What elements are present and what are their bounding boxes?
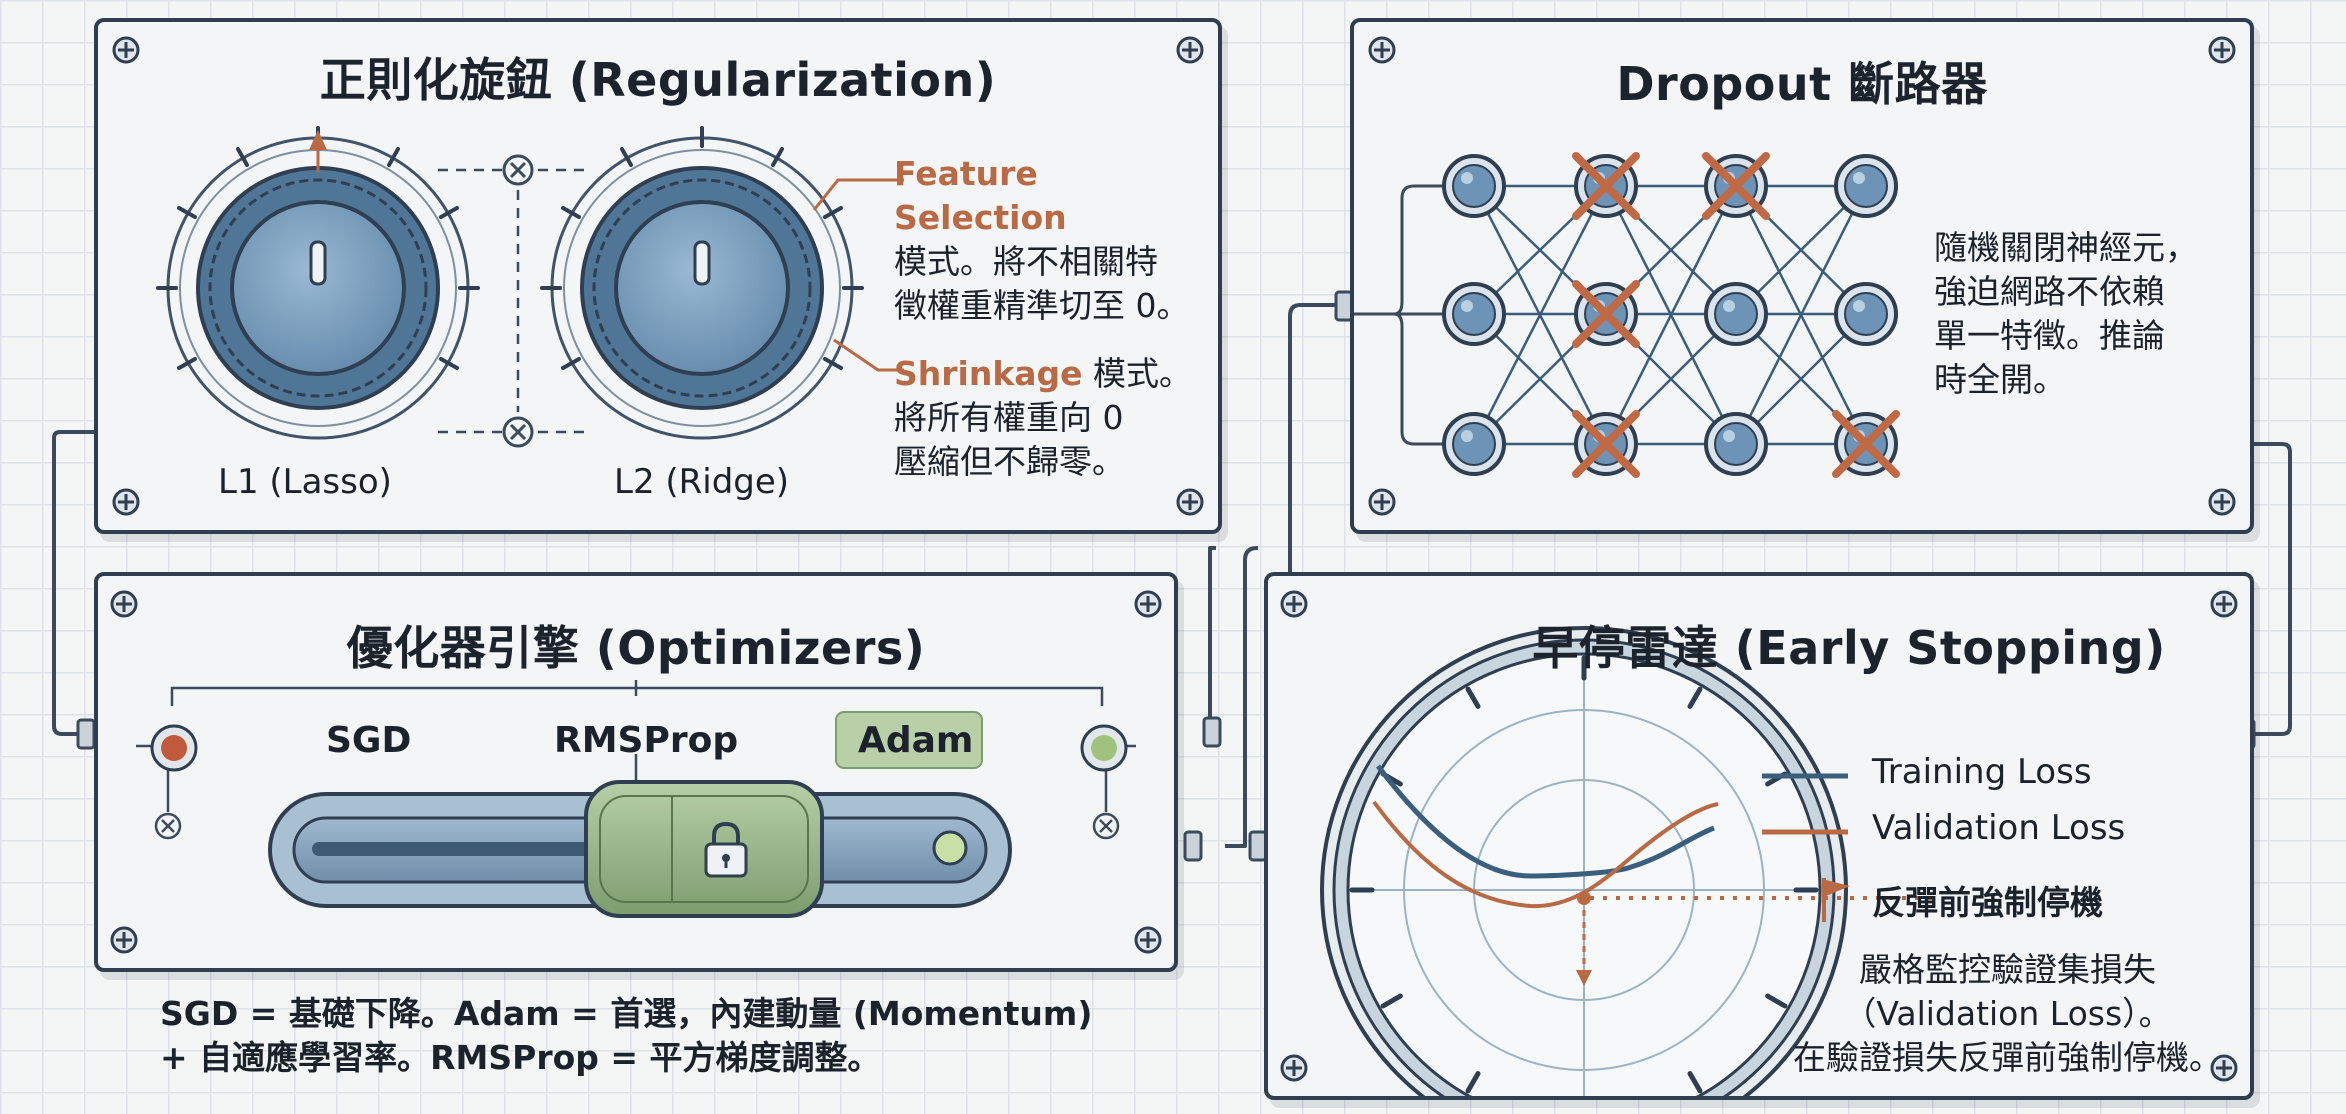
l2-ridge-knob[interactable] — [540, 126, 864, 440]
neuron-node — [1442, 282, 1506, 346]
regularization-title: 正則化旋鈕 (Regularization) — [319, 53, 997, 107]
neuron-node — [1704, 282, 1768, 346]
optimizers-title: 優化器引擎 (Optimizers) — [346, 621, 926, 675]
early-stopping-description: 嚴格監控驗證集損失 （Validation Loss）。 在驗證損失反彈前強制停… — [1793, 950, 2222, 1077]
l1-description: Feature Selection 模式。將不相關特 徵權重精準切至 0。 — [894, 152, 1218, 328]
optimizer-note: SGD = 基礎下降。Adam = 首選，內建動量 (Momentum) + 自… — [160, 994, 1093, 1077]
network-connection — [1472, 185, 1608, 445]
network-connection — [1734, 185, 1868, 445]
shrinkage-label: Shrinkage — [894, 354, 1083, 393]
early-stopping-panel: 早停雷達 (Early Stopping) Training Loss Vali… — [1264, 572, 2254, 1100]
radar-tick — [1765, 993, 1788, 1009]
neuron-node — [1442, 154, 1506, 218]
dropout-panel: Dropout 斷路器 隨機關閉神經元， 強迫網路不依賴 單一特徵。推論 時全開… — [1350, 18, 2254, 534]
x-mark-icon — [1572, 152, 1640, 220]
regularization-panel: 正則化旋鈕 (Regularization) L1 (Lasso) L2 (Ri… — [94, 18, 1222, 534]
x-mark-icon — [1832, 410, 1900, 478]
radar-tick — [1687, 686, 1703, 709]
optimizer-slider-handle[interactable] — [584, 780, 824, 918]
early-stopping-title: 早停雷達 (Early Stopping) — [1532, 621, 2166, 675]
stop-label: 反彈前強制停機 — [1872, 883, 2103, 922]
neuron-node — [1834, 282, 1898, 346]
neuron-node — [1704, 412, 1768, 476]
legend-training-loss: Training Loss — [1872, 752, 2092, 792]
option-adam[interactable]: Adam — [858, 720, 974, 761]
l2-description: Shrinkage 模式。 將所有權重向 0 壓縮但不歸零。 — [894, 354, 1193, 481]
early-stopping-radar — [1320, 626, 1932, 1096]
dropout-description: 隨機關閉神經元， 強迫網路不依賴 單一特徵。推論 時全開。 — [1934, 228, 2198, 399]
lock-icon — [704, 821, 748, 878]
radar-tick — [1687, 1071, 1703, 1094]
radar-tick — [1465, 686, 1481, 709]
network-connection — [1604, 185, 1738, 445]
l1-lasso-knob[interactable] — [156, 126, 480, 440]
green-indicator-led — [1080, 724, 1128, 772]
legend-validation-loss: Validation Loss — [1872, 808, 2126, 848]
dropout-title: Dropout 斷路器 — [1616, 57, 1988, 111]
l1-knob-label: L1 (Lasso) — [218, 462, 392, 502]
radar-tick — [1380, 993, 1403, 1009]
x-mark-icon — [1572, 410, 1640, 478]
flag-icon — [1822, 878, 1850, 922]
neuron-node — [1442, 412, 1506, 476]
x-mark-icon — [1702, 152, 1770, 220]
option-rmsprop[interactable]: RMSProp — [554, 720, 739, 761]
x-mark-icon — [1572, 280, 1640, 348]
l2-knob-label: L2 (Ridge) — [614, 462, 790, 502]
optimizers-panel: 優化器引擎 (Optimizers) SGD RMSProp Adam — [94, 572, 1178, 972]
feature-selection-label: Feature Selection — [894, 154, 1067, 237]
red-indicator-led — [150, 724, 198, 772]
option-sgd[interactable]: SGD — [326, 720, 412, 761]
neuron-node — [1834, 154, 1898, 218]
radar-tick — [1465, 1071, 1481, 1094]
